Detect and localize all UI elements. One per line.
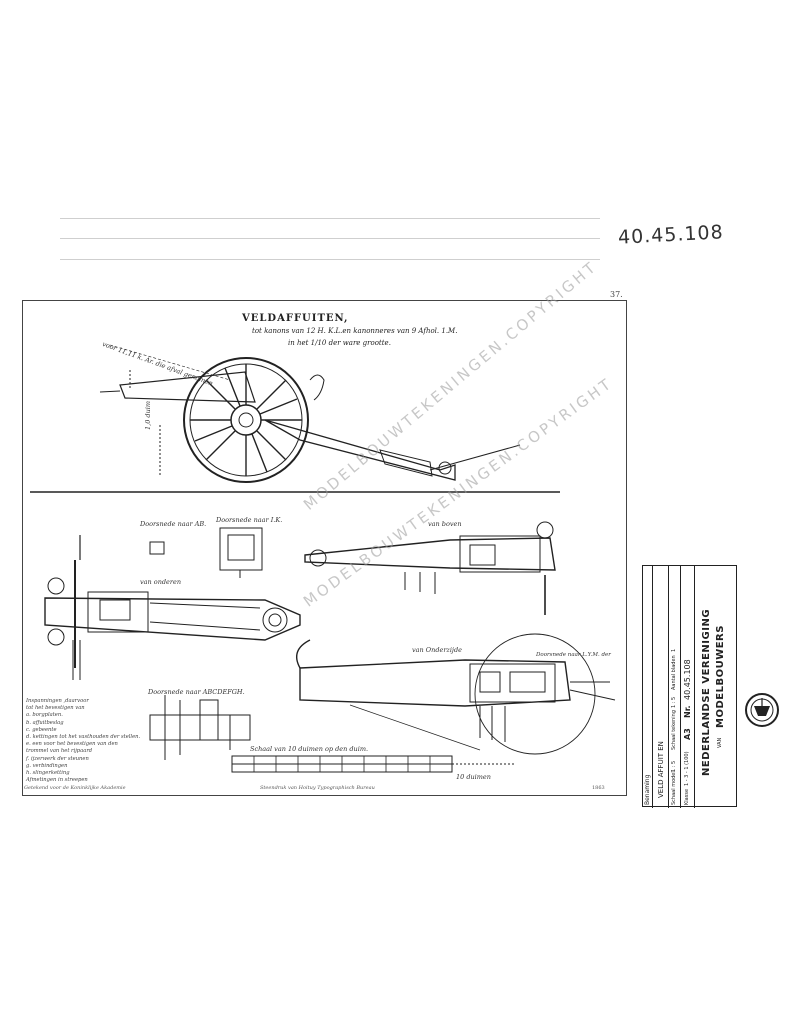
drawing-scale-note: in het 1/10 der ware grootte. [288, 339, 391, 347]
benaming-label: Benaming [644, 774, 651, 805]
label-under-view: van Onderzijde [412, 646, 462, 654]
ruled-line [60, 259, 600, 260]
legend-item: h. slingerketting [26, 770, 70, 777]
label-section-cd: Doorsnede naar ABCDEFGH. [148, 688, 245, 696]
nr-value: 40.45.108 [683, 659, 692, 700]
legend-item: d. kettingen tot het vasthouden der stel… [26, 734, 141, 741]
height-dimension: 1,0 duim [144, 401, 152, 430]
legend-item: trommel van het rijpaard [26, 748, 93, 755]
legend-item: Afmetingen in streepen [26, 777, 88, 784]
ruled-line [60, 238, 600, 239]
legend-item: Inspanningen ,daarvoor [26, 698, 89, 704]
legend-item: g. verbindingen [26, 762, 68, 769]
ruled-line [60, 218, 600, 219]
title-block: Benaming VELD AFFUIT EN Schaal model 1 :… [642, 565, 737, 808]
drawing-subtitle: tot kanons van 12 H. K.L.en kanonneres v… [252, 327, 458, 335]
scale-end-label: 10 duimen [456, 773, 491, 781]
org-name-line2: MODELBOUWERS [715, 625, 726, 728]
label-rear-view-ab: Doorsnede naar AB. [140, 520, 207, 528]
org-name-line1: NEDERLANDSE VERENIGING [701, 608, 712, 776]
benaming-value: VELD AFFUIT EN [657, 741, 665, 798]
drawing-sheet [22, 300, 627, 796]
schaal-model-label: Schaal model [671, 771, 677, 805]
nvm-logo [745, 693, 779, 727]
footer-left: Getekend voor de Koninklijke Akademie [24, 785, 126, 791]
legend-item: a. borgplaten. [26, 712, 63, 719]
sheet-size: A3 [683, 728, 692, 740]
schaal-tekening-label: Schaal tekening [671, 710, 677, 750]
drawing-title: VELDAFFUITEN, [242, 313, 349, 324]
legend-item: f. ijzerwerk der steunen [26, 755, 89, 762]
footer-center: Steendruk van Hoituy Typographisch Burea… [260, 785, 375, 791]
legend-item: tot het bevestigen van [26, 705, 85, 712]
label-top-view: van boven [428, 520, 462, 528]
klasse-label: Klasse [684, 788, 690, 805]
aantal-value: 1 [671, 648, 677, 652]
klasse-value: 1 - 3 - 1 (100) [684, 751, 690, 786]
schaal-model-value: 1 : 5 [671, 760, 677, 772]
label-detail-section: Doorsnede naar L.Y.M. der [536, 652, 611, 658]
label-rear-view-ik: Doorsnede naar I.K. [216, 516, 283, 524]
aantal-label: Aantal bladen [671, 655, 677, 690]
nr-label: Nr. [683, 705, 692, 718]
legend: Inspanningen ,daarvoor tot het bevestige… [26, 698, 141, 784]
sheet-number: 37. [610, 290, 623, 299]
legend-item: b. affuitbeslag [26, 719, 64, 726]
org-prefix: VAN [717, 737, 723, 748]
legend-item: e. een voor het bevestigen van den [26, 741, 118, 748]
label-bottom-plan: van onderen [140, 578, 182, 586]
scale-caption: Schaal van 10 duimen op den duim. [250, 745, 369, 753]
footer-year: 1863 [592, 785, 605, 791]
legend-item: c. gebeente [26, 726, 57, 733]
schaal-tekening-value: 1 : 5 [671, 696, 677, 708]
